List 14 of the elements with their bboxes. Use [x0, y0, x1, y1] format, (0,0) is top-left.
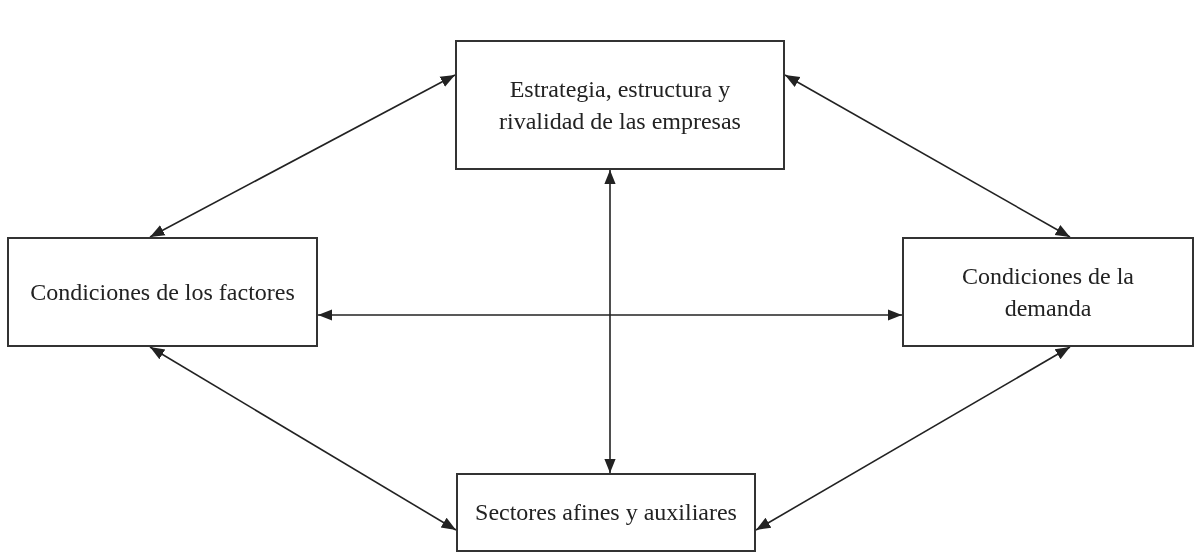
- double-arrow: [149, 346, 457, 531]
- double-arrow: [604, 169, 616, 474]
- factor-box: [7, 237, 318, 347]
- double-arrow: [317, 309, 903, 321]
- double-arrow: [755, 346, 1071, 531]
- factor-box: [455, 40, 785, 170]
- box-label: Condiciones de la demanda: [961, 261, 1135, 323]
- box-label: Condiciones de los factores: [30, 277, 295, 307]
- box-label: Sectores afines y auxiliares: [475, 498, 737, 528]
- double-arrow: [149, 74, 456, 238]
- box-label: Estrategia, estructura y rivalidad de las empresas: [498, 74, 742, 136]
- factor-box: [456, 473, 756, 552]
- double-arrow: [784, 74, 1071, 238]
- factor-box: [902, 237, 1194, 347]
